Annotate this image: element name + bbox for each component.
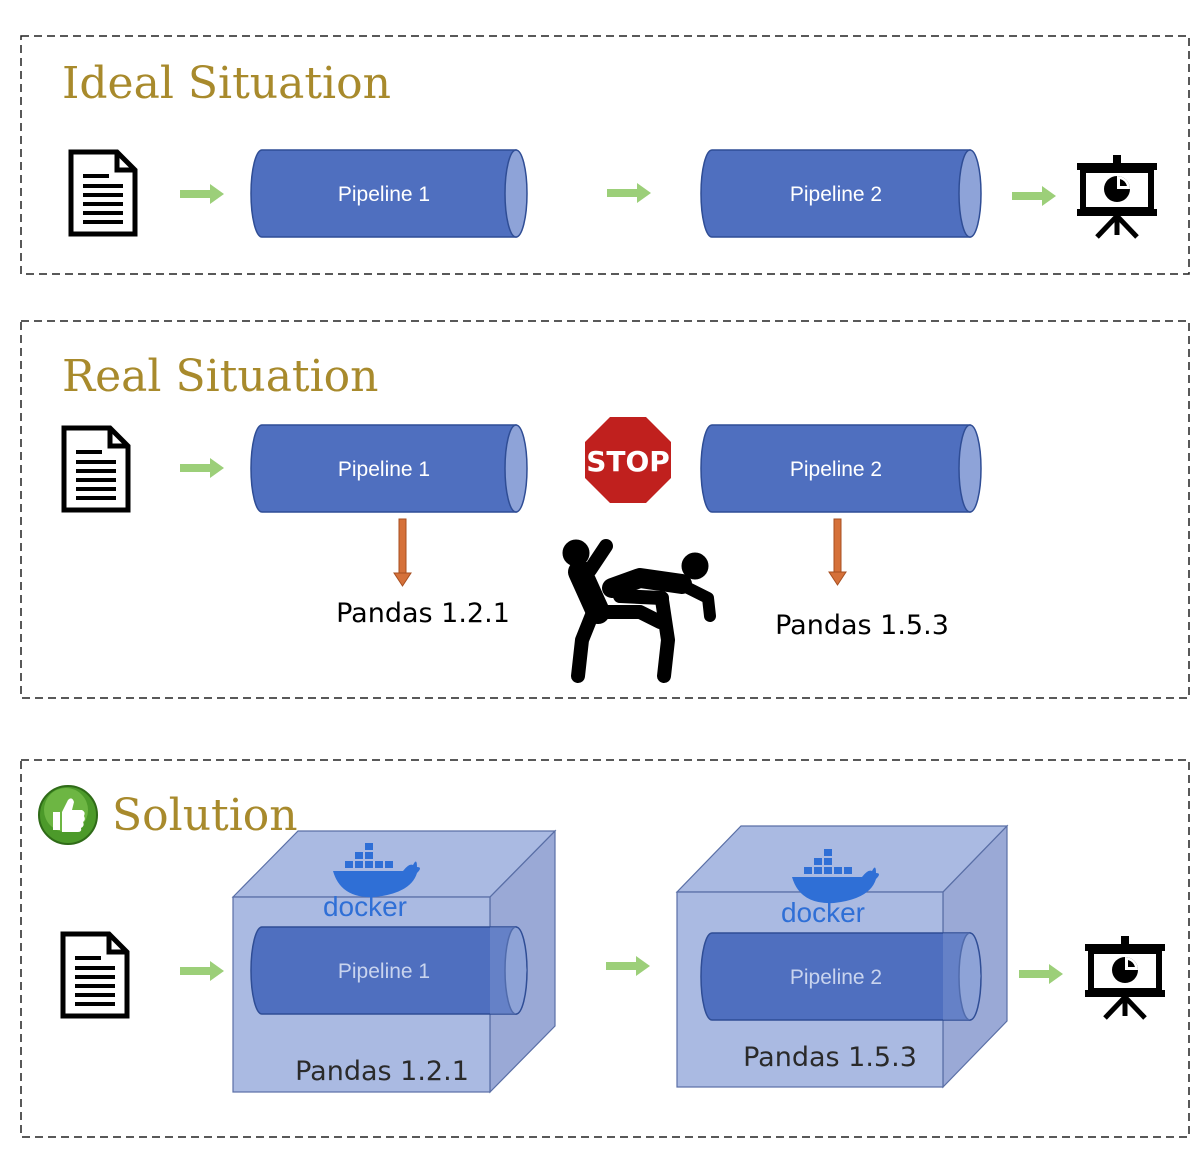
real-section: Real Situation Pipeline 1 STOP Pipeline …: [20, 320, 1190, 699]
pipeline-2-cylinder: Pipeline 2: [700, 932, 982, 1021]
arrow-icon: [1012, 186, 1056, 206]
arrow-icon: [607, 183, 651, 203]
docker-logo-text: docker: [781, 897, 865, 928]
thumbs-up-icon: [38, 785, 98, 845]
pipeline-2-cylinder: Pipeline 2: [700, 424, 982, 513]
real-title: Real Situation: [62, 351, 379, 402]
pipeline-2-label: Pipeline 2: [790, 458, 882, 481]
pipeline-1-cylinder: Pipeline 1: [250, 424, 528, 513]
docker-logo-text: docker: [323, 891, 407, 922]
docker-container-2: Pipeline 2 docker Pandas 1.5.3: [675, 824, 1009, 1089]
pipeline-1-cylinder: Pipeline 1: [250, 149, 528, 238]
document-icon: [64, 428, 128, 510]
arrow-icon: [1019, 964, 1063, 984]
pipeline-2-label: Pipeline 2: [790, 183, 882, 206]
stop-text: STOP: [586, 445, 670, 478]
arrow-icon: [606, 956, 650, 976]
solution-title: Solution: [112, 790, 298, 841]
pandas-version-2: Pandas 1.5.3: [743, 1042, 917, 1073]
document-icon: [71, 152, 135, 234]
stop-sign-icon: STOP: [585, 417, 671, 503]
kick-fight-icon: [562, 539, 716, 683]
down-arrow-icon: [393, 518, 412, 587]
presentation-chart-icon: [1085, 936, 1165, 1018]
pipeline-1-label: Pipeline 1: [338, 458, 430, 481]
solution-section-frame: [20, 759, 1190, 1138]
pandas-version-1: Pandas 1.2.1: [336, 598, 510, 629]
real-section-frame: [20, 320, 1190, 699]
pipeline-2-label: Pipeline 2: [790, 966, 882, 989]
document-icon: [63, 934, 127, 1016]
ideal-title: Ideal Situation: [62, 58, 391, 109]
pipeline-1-label: Pipeline 1: [338, 960, 430, 983]
arrow-icon: [180, 961, 224, 981]
arrow-icon: [180, 458, 224, 478]
down-arrow-icon: [828, 518, 847, 586]
ideal-section: Ideal Situation Pipeline 1 Pipeline 2: [20, 35, 1190, 275]
pandas-version-2: Pandas 1.5.3: [775, 610, 949, 641]
pipeline-1-cylinder: Pipeline 1: [250, 926, 528, 1015]
ideal-section-frame: [20, 35, 1190, 275]
pipeline-1-label: Pipeline 1: [338, 183, 430, 206]
pipeline-2-cylinder: Pipeline 2: [700, 149, 982, 238]
solution-section: Solution Pipeline 1 docker Pandas 1.2.1: [20, 759, 1190, 1138]
presentation-chart-icon: [1077, 155, 1157, 237]
docker-container-1: Pipeline 1 docker Pandas 1.2.1: [231, 829, 557, 1094]
pandas-version-1: Pandas 1.2.1: [295, 1056, 469, 1087]
arrow-icon: [180, 184, 224, 204]
